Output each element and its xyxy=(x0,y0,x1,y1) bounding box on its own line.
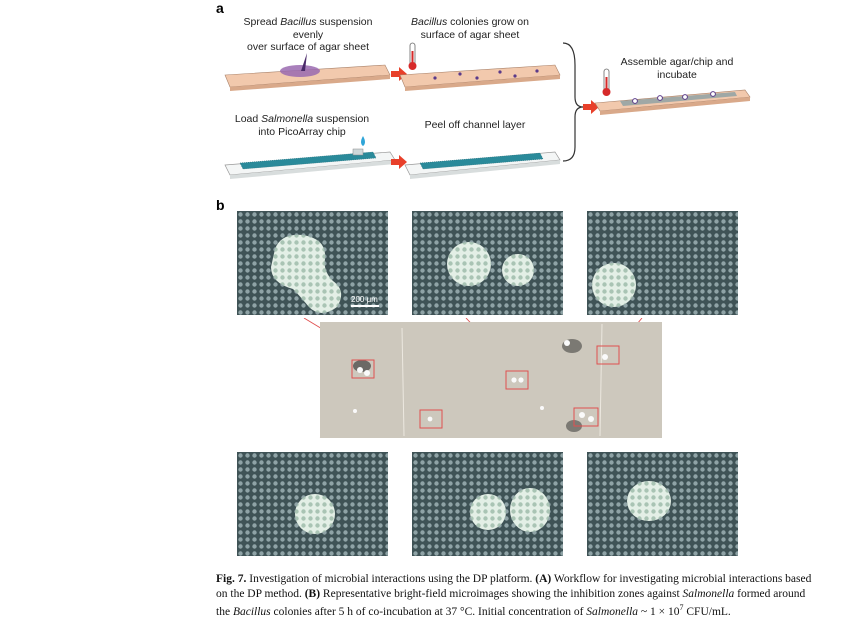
thermometer-icon xyxy=(602,68,611,96)
arrow-right-icon xyxy=(391,155,407,169)
panel-b-label: b xyxy=(216,197,225,213)
micrograph-top-middle xyxy=(412,211,563,315)
step-peel-text: Peel off channel layer xyxy=(424,119,526,131)
water-drop-icon xyxy=(361,136,365,146)
micrograph-bottom-right xyxy=(587,452,738,556)
agar-sheet-colonies xyxy=(399,64,561,91)
panel-a-label: a xyxy=(216,0,224,16)
workflow-diagram xyxy=(224,42,751,179)
chip-overview-image xyxy=(303,318,662,438)
figure-caption: Fig. 7. Investigation of microbial inter… xyxy=(216,573,812,618)
assembled-agar-chip xyxy=(594,89,751,115)
step-grow-text: Bacillus colonies grow on surface of aga… xyxy=(411,16,529,41)
thermometer-icon xyxy=(408,42,417,70)
merge-bracket xyxy=(562,42,584,162)
picoarray-chip-load xyxy=(224,148,396,179)
micrograph-bottom-left xyxy=(237,452,388,556)
step-load-text: Load Salmonella suspension into PicoArra… xyxy=(234,113,370,138)
micrograph-bottom-middle xyxy=(412,452,563,556)
arrow-right-icon xyxy=(583,100,599,114)
micrograph-top-left: 200 μm xyxy=(237,211,388,315)
step-assemble-text: Assemble agar/chip and incubate xyxy=(620,56,734,81)
scale-bar-label: 200 μm xyxy=(351,295,378,304)
micrograph-top-right xyxy=(587,211,738,315)
step-spread-text: Spread Bacillus suspension evenly over s… xyxy=(243,16,373,53)
picoarray-chip-peeled xyxy=(404,151,561,179)
agar-sheet-spread xyxy=(224,53,391,91)
